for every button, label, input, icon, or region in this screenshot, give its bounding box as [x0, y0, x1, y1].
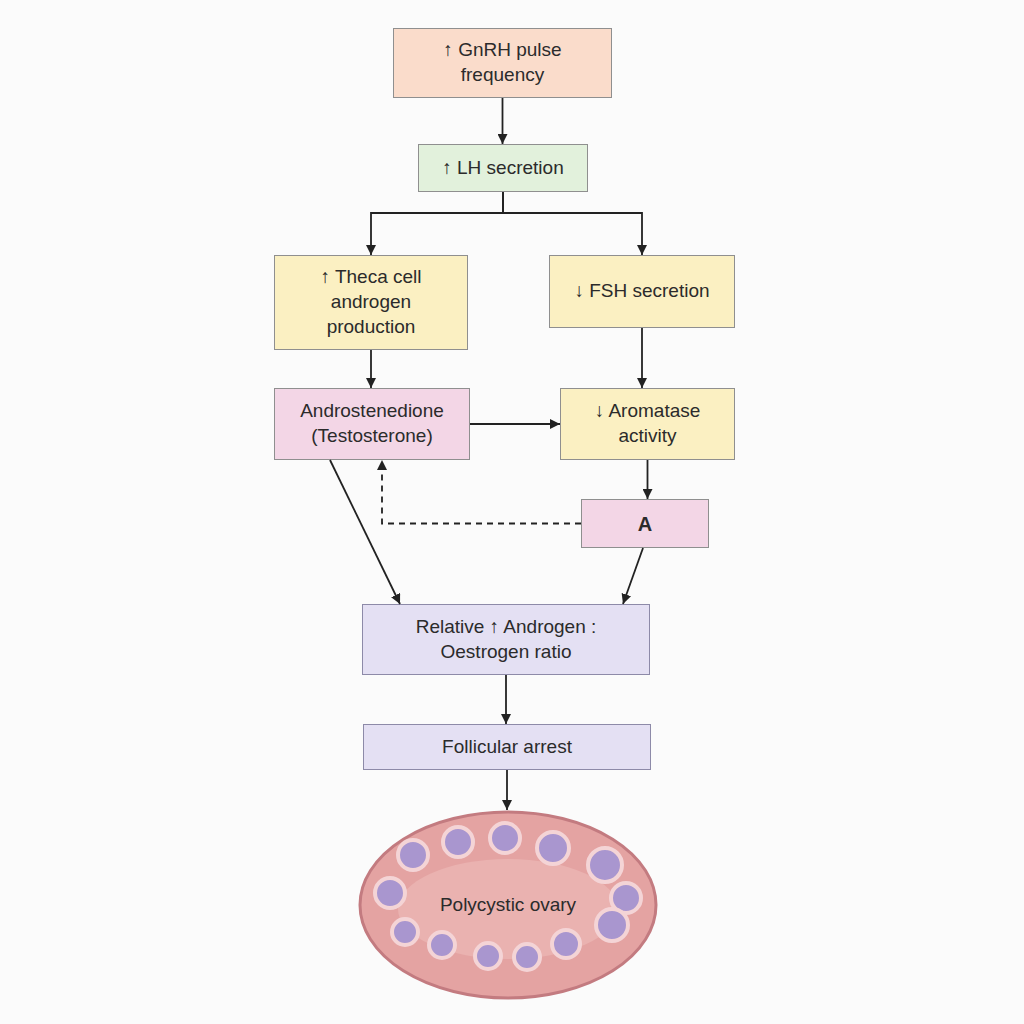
node-text: Follicular arrest — [442, 735, 572, 760]
outcome-box: Relative ↑ Androgen : Oestrogen ratio — [362, 604, 650, 675]
feedback-arrow — [382, 460, 581, 524]
node-text: ↑ GnRH pulse frequency — [428, 38, 577, 87]
ovary-stroma — [398, 859, 618, 959]
node-text: Androstenedione (Testosterone) — [289, 399, 455, 448]
follicle-cyst — [588, 848, 622, 882]
flow-arrow — [641, 328, 643, 388]
process-box: ↓ Aromatase activity — [560, 388, 735, 460]
flow-arrow — [330, 460, 400, 604]
flow-arrow — [506, 770, 508, 810]
illustration-label: Polycystic ovary — [440, 893, 576, 918]
flow-arrow — [623, 548, 643, 604]
flow-arrow — [371, 192, 503, 255]
flow-arrow — [505, 675, 507, 724]
follicle-cyst — [514, 944, 540, 970]
follicle-cyst — [429, 932, 455, 958]
process-box: ↑ LH secretion — [418, 144, 588, 192]
follicle-cyst — [392, 919, 418, 945]
follicle-cyst — [552, 930, 580, 958]
follicle-cyst — [443, 827, 473, 857]
flow-arrow — [647, 460, 649, 499]
follicle-cyst — [490, 823, 520, 853]
follicle-cyst — [537, 832, 569, 864]
follicle-cyst — [475, 943, 501, 969]
node-text: ↓ FSH secretion — [574, 279, 709, 304]
follicle-cyst — [375, 878, 405, 908]
flow-arrow — [502, 98, 504, 144]
ovary-shape — [360, 812, 656, 998]
flow-arrow — [503, 192, 642, 255]
follicle-cyst — [398, 840, 428, 870]
flow-arrow — [470, 423, 560, 425]
process-box: ↓ FSH secretion — [549, 255, 735, 328]
node-text: ↑ LH secretion — [442, 156, 563, 181]
node-text: ↓ Aromatase activity — [583, 399, 712, 448]
flow-arrow — [370, 350, 372, 388]
process-box: ↑ Theca cell androgen production — [274, 255, 468, 350]
hormone-box: Androstenedione (Testosterone) — [274, 388, 470, 460]
outcome-box: Follicular arrest — [363, 724, 651, 770]
node-text: ↑ Theca cell androgen production — [305, 265, 437, 339]
unknown-box: A — [581, 499, 709, 548]
process-box: ↑ GnRH pulse frequency — [393, 28, 612, 98]
ovary-illustration: Polycystic ovary — [358, 810, 658, 1000]
node-text: A — [638, 511, 652, 537]
node-text: Relative ↑ Androgen : Oestrogen ratio — [407, 615, 605, 664]
follicle-cyst — [596, 909, 628, 941]
